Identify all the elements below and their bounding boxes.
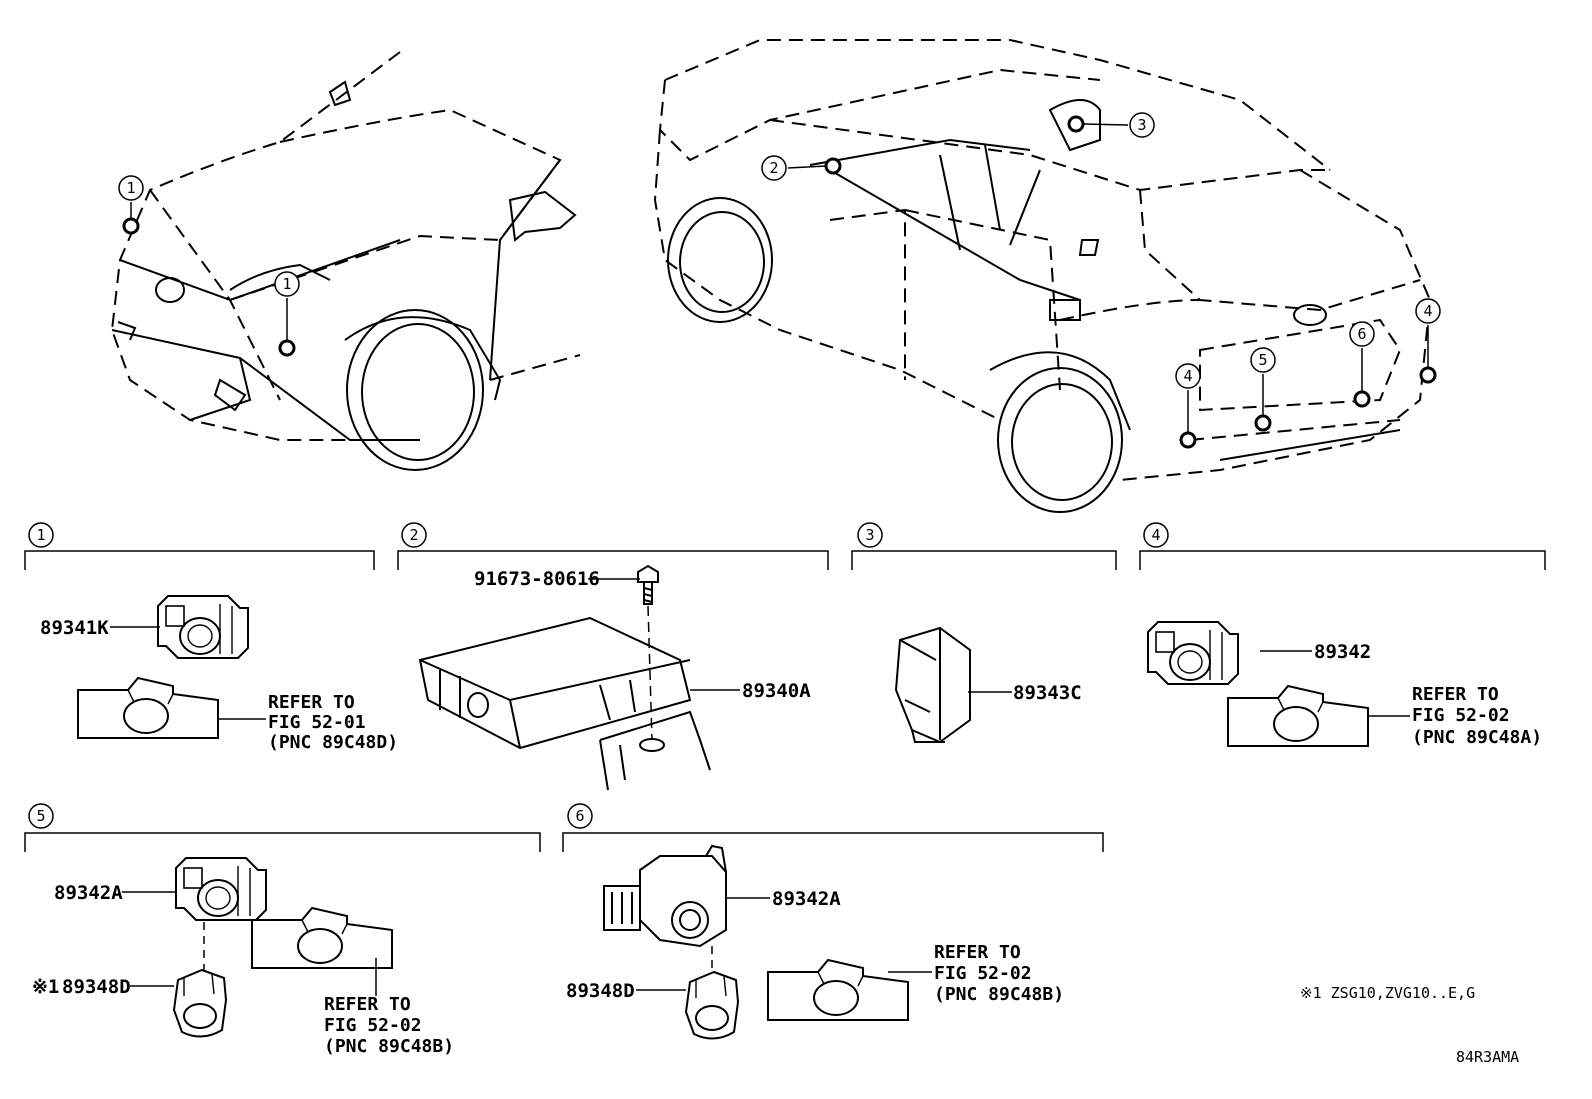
svg-text:4: 4 xyxy=(1423,302,1432,320)
section-5: 89342A ※1 89348D REFER TO FIG 52-02 (PNC… xyxy=(32,857,454,1057)
sensor-89342-drawing xyxy=(1147,621,1239,685)
bracket-89C48B-6-drawing xyxy=(767,959,909,1021)
vehicle-callout-4a: 4 xyxy=(1175,363,1201,389)
holder-89348D-5-drawing xyxy=(173,969,227,1038)
part-89342-label: 89342 xyxy=(1314,641,1371,663)
ecu-89340A-drawing xyxy=(418,616,711,791)
svg-text:4: 4 xyxy=(1183,367,1192,385)
vehicle-callout-4b: 4 xyxy=(1415,298,1441,324)
sensor-89342A-6-drawing xyxy=(603,844,727,948)
section-3: 89343C xyxy=(894,626,1082,744)
vehicle-callout-leaders xyxy=(130,123,1429,433)
part-91673-80616-label: 91673-80616 xyxy=(474,568,600,590)
part-89342A-6-label: 89342A xyxy=(772,888,841,910)
ref-4-line3: (PNC 89C48A) xyxy=(1412,727,1542,748)
part-89348D-5-label: 89348D xyxy=(62,976,131,998)
vehicle-callout-5: 5 xyxy=(1250,347,1276,373)
svg-text:5: 5 xyxy=(36,807,45,825)
diagram-code: 84R3AMA xyxy=(1456,1048,1519,1066)
ref-1-line3: (PNC 89C48D) xyxy=(268,732,398,753)
svg-text:3: 3 xyxy=(1137,116,1146,134)
ref-4-line1: REFER TO xyxy=(1412,684,1499,705)
bracket-89C48A-drawing xyxy=(1227,685,1369,747)
sensor-89341K-drawing xyxy=(157,595,249,659)
sensor-89343C-drawing xyxy=(894,626,971,744)
section-6: 89342A 89348D REFER TO FIG 52-02 (PNC 89… xyxy=(566,844,1064,1040)
svg-text:4: 4 xyxy=(1151,526,1160,544)
front-vehicle-view xyxy=(110,51,581,471)
section-1: 89341K REFER TO FIG 52-01 (PNC 89C48D) xyxy=(40,595,398,753)
part-89343C-label: 89343C xyxy=(1013,682,1082,704)
holder-89348D-6-drawing xyxy=(685,971,739,1040)
vehicle-callout-1a: 1 xyxy=(118,175,144,201)
svg-text:6: 6 xyxy=(1357,325,1366,343)
bracket-89C48B-5-drawing xyxy=(251,907,393,969)
section-4: 89342 REFER TO FIG 52-02 (PNC 89C48A) xyxy=(1147,621,1542,748)
section-2: 91673-80616 89340A xyxy=(418,564,811,791)
mark-5: ※1 xyxy=(32,976,59,998)
bracket-89C48D-drawing xyxy=(77,677,219,739)
svg-text:1: 1 xyxy=(282,275,291,293)
svg-text:2: 2 xyxy=(769,159,778,177)
vehicle-callout-1b: 1 xyxy=(274,271,300,297)
section-callout-6: 6 xyxy=(567,803,593,829)
ref-1-line1: REFER TO xyxy=(268,692,355,713)
part-89348D-6-label: 89348D xyxy=(566,980,635,1002)
ref-6-line3: (PNC 89C48B) xyxy=(934,984,1064,1005)
vehicle-callout-3: 3 xyxy=(1129,112,1155,138)
svg-text:2: 2 xyxy=(409,526,418,544)
section-brackets xyxy=(24,550,1546,852)
part-89342A-5-label: 89342A xyxy=(54,882,123,904)
svg-text:3: 3 xyxy=(865,526,874,544)
section-callout-1: 1 xyxy=(28,522,54,548)
rear-vehicle-view xyxy=(653,39,1432,513)
vehicle-callout-2: 2 xyxy=(761,155,787,181)
svg-text:5: 5 xyxy=(1258,351,1267,369)
footnote: ※1 ZSG10,ZVG10..E,G xyxy=(1300,984,1475,1002)
ref-5-line3: (PNC 89C48B) xyxy=(324,1036,454,1057)
section-callout-2: 2 xyxy=(401,522,427,548)
sensor-89342A-5-drawing xyxy=(175,857,267,921)
svg-text:6: 6 xyxy=(575,807,584,825)
section-callout-3: 3 xyxy=(857,522,883,548)
bolt-drawing xyxy=(637,564,659,741)
ref-6-line2: FIG 52-02 xyxy=(934,963,1032,984)
svg-text:1: 1 xyxy=(126,179,135,197)
ref-4-line2: FIG 52-02 xyxy=(1412,705,1510,726)
part-89340A-label: 89340A xyxy=(742,680,811,702)
svg-text:1: 1 xyxy=(36,526,45,544)
ref-6-line1: REFER TO xyxy=(934,942,1021,963)
ref-5-line2: FIG 52-02 xyxy=(324,1015,422,1036)
vehicle-callout-6: 6 xyxy=(1349,321,1375,347)
ref-1-line2: FIG 52-01 xyxy=(268,712,366,733)
section-callout-5: 5 xyxy=(28,803,54,829)
part-89341K-label: 89341K xyxy=(40,617,109,639)
ref-5-line1: REFER TO xyxy=(324,994,411,1015)
section-callout-4: 4 xyxy=(1143,522,1169,548)
